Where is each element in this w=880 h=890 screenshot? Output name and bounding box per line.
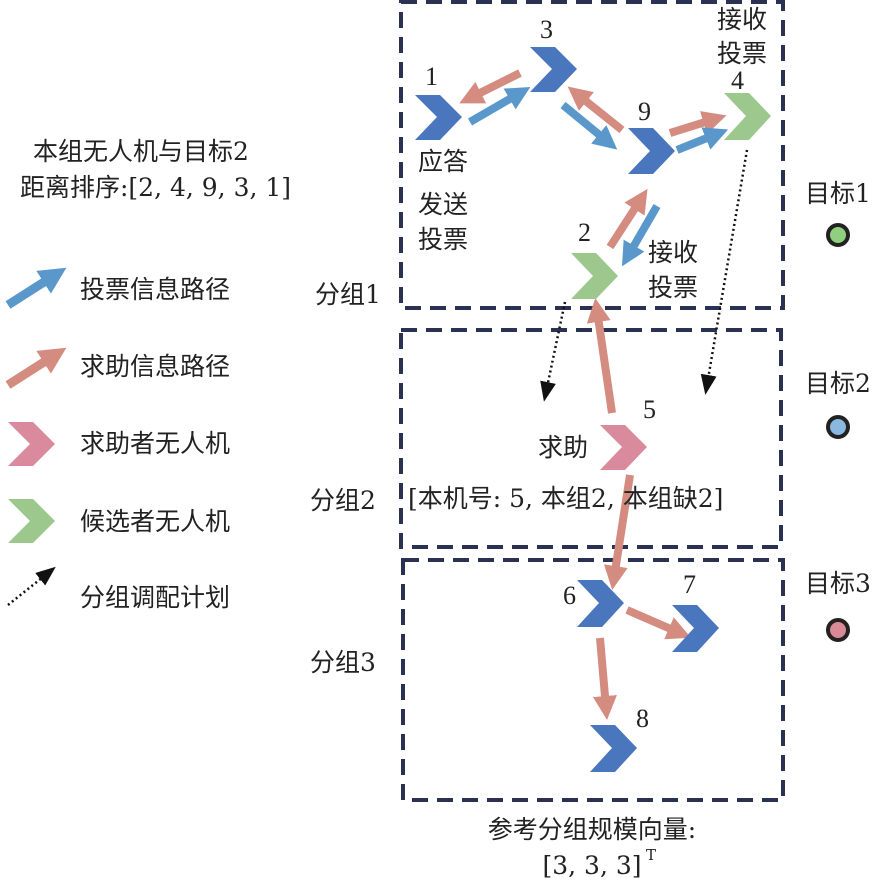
help-path-6-to-8 <box>593 637 617 720</box>
info-line-1: 本组无人机与目标2 <box>33 137 249 166</box>
legend-label: 投票信息路径 <box>80 275 230 304</box>
vote-path-9-to-2 <box>621 203 661 267</box>
help-path-5-to-6 <box>603 474 634 590</box>
pink-chevron-icon <box>8 422 55 466</box>
target-1-marker <box>826 223 850 247</box>
help-path-3-to-1 <box>459 69 522 104</box>
drone-7-label: 7 <box>683 570 696 599</box>
drone-7 <box>672 605 719 652</box>
drone-3-label: 3 <box>540 15 553 44</box>
help-path-6-to-7 <box>625 606 692 640</box>
drone-4 <box>724 93 771 140</box>
target-2-label: 目标2 <box>805 369 871 398</box>
dotted-arrow-icon <box>7 566 56 606</box>
allocation-plan-arrow <box>700 149 749 395</box>
drone-5 <box>600 425 647 470</box>
annotation: 投票 <box>648 273 698 302</box>
group-3-box <box>401 558 785 802</box>
annotation: 求助 <box>538 433 588 462</box>
vote-path-9-to-4 <box>675 127 729 154</box>
drone-2-label: 2 <box>578 218 591 247</box>
footer-title: 参考分组规模向量: <box>488 815 696 844</box>
drone-2 <box>571 253 618 299</box>
green-chevron-icon <box>8 499 55 543</box>
annotation: 发送 <box>418 190 468 219</box>
annotation: 投票 <box>717 39 767 68</box>
help-info: [本机号: 5, 本组2, 本组缺2] <box>408 484 723 513</box>
target-2-marker <box>826 415 850 439</box>
legend-label: 候选者无人机 <box>80 507 230 536</box>
annotation: 应答 <box>418 147 468 176</box>
drone-4-label: 4 <box>731 66 744 95</box>
allocation-plan-arrow <box>540 301 567 402</box>
help-path-5-to-2 <box>586 298 616 414</box>
target-3-marker <box>826 618 850 642</box>
drone-9 <box>628 128 675 174</box>
group-3-label: 分组3 <box>310 648 376 677</box>
blue-arrow-icon <box>5 267 67 309</box>
vote-path-3-to-9 <box>560 101 618 150</box>
drone-3 <box>530 47 577 92</box>
help-path-2-to-9 <box>606 188 648 250</box>
annotation: 接收 <box>717 5 767 34</box>
drone-1 <box>415 95 462 140</box>
red-arrow-icon <box>5 347 67 389</box>
drone-5-label: 5 <box>643 395 656 424</box>
drone-8-label: 8 <box>636 704 649 733</box>
legend-label: 求助信息路径 <box>80 352 230 381</box>
legend-label: 求助者无人机 <box>80 429 230 458</box>
help-path-9-to-4 <box>668 111 727 137</box>
drone-1-label: 1 <box>425 62 438 91</box>
help-path-9-to-3 <box>567 86 625 134</box>
vote-path-1-to-3 <box>467 86 531 126</box>
footer-vector: [3, 3, 3] <box>542 851 641 880</box>
target-1-label: 目标1 <box>805 179 871 208</box>
legend-label: 分组调配计划 <box>80 583 230 612</box>
drone-9-label: 9 <box>638 97 651 126</box>
drone-6 <box>577 580 624 627</box>
target-3-label: 目标3 <box>805 569 871 598</box>
annotation: 投票 <box>418 225 468 254</box>
info-line-2: 距离排序:[2, 4, 9, 3, 1] <box>20 173 291 202</box>
drone-8 <box>590 725 637 772</box>
group-1-label: 分组1 <box>315 280 381 309</box>
footer-superscript: T <box>646 846 656 864</box>
annotation: 接收 <box>648 238 698 267</box>
group-2-box <box>399 328 783 549</box>
drone-6-label: 6 <box>563 581 576 610</box>
group-2-label: 分组2 <box>310 486 376 515</box>
